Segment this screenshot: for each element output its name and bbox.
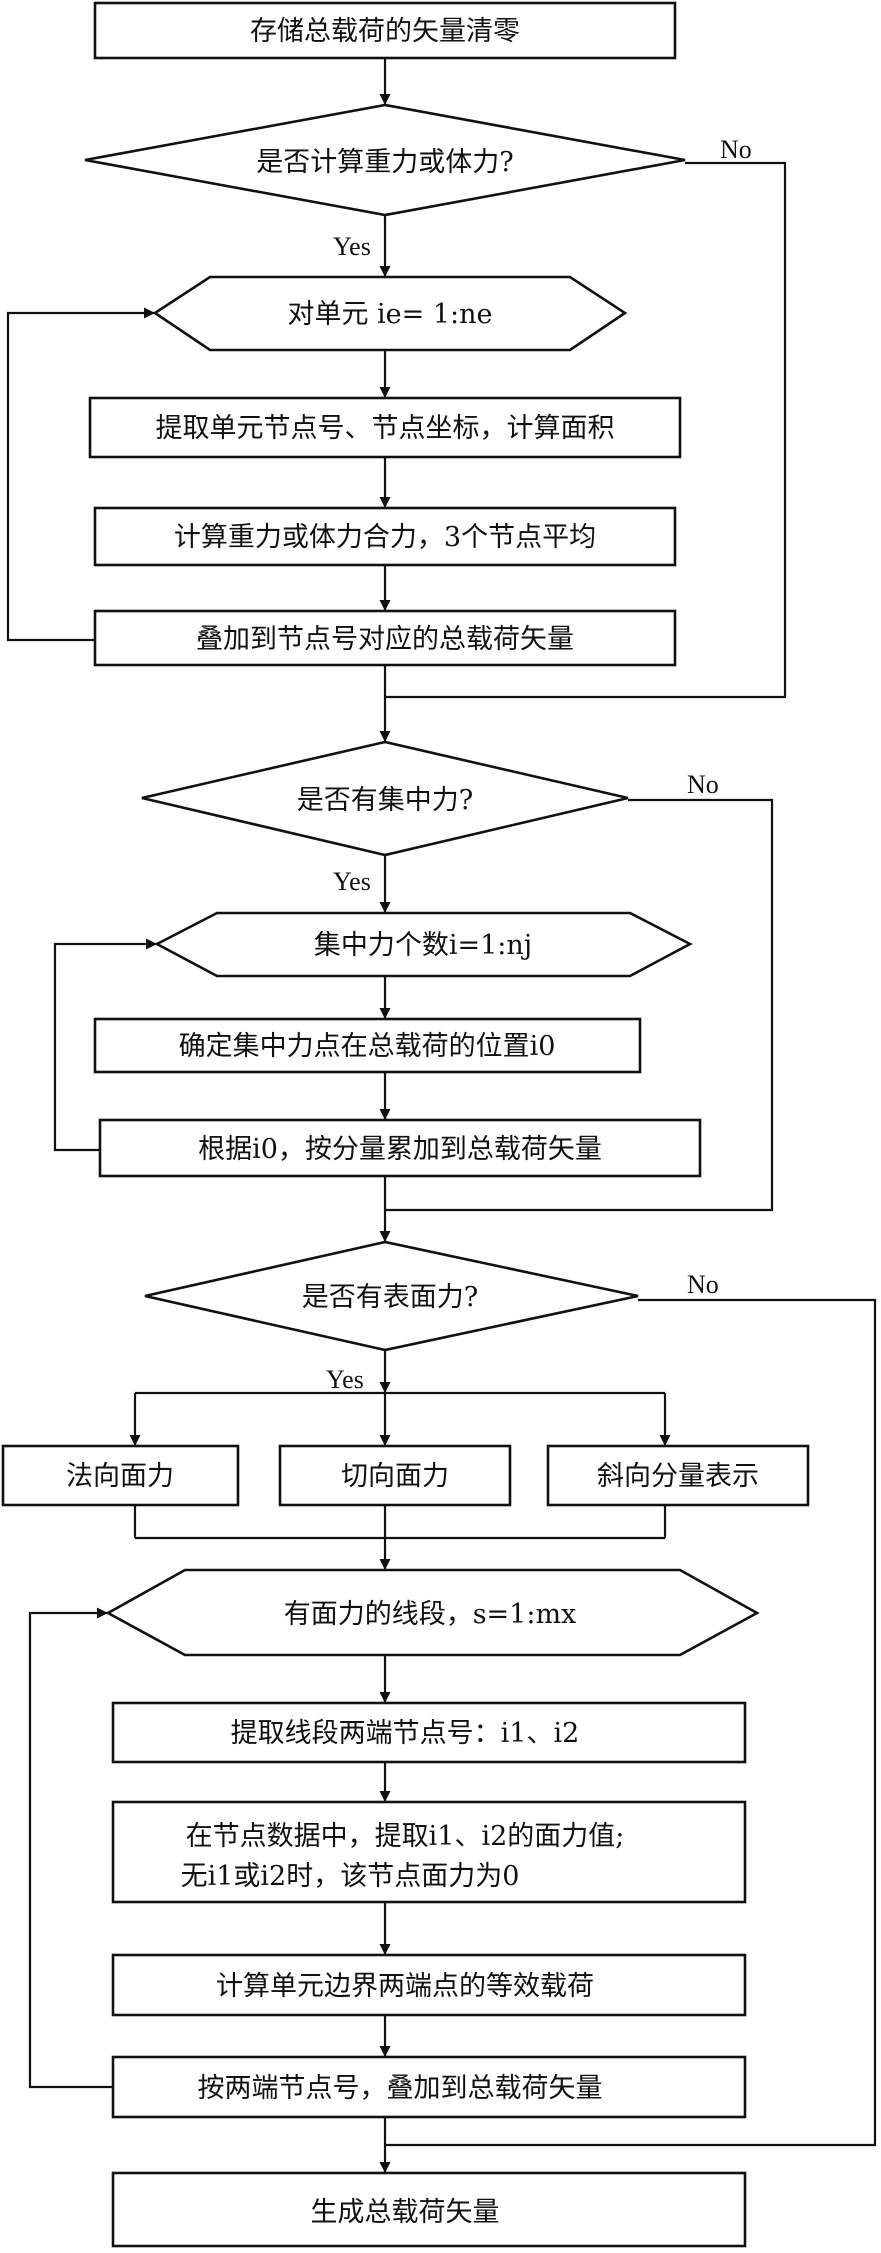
step-clear-vector-text: 存储总载荷的矢量清零 (250, 16, 520, 47)
step-extract-force-values-line1: 在节点数据中，提取i1、i2的面力值; (186, 1821, 625, 1852)
step-accumulate-components-text: 根据i0，按分量累加到总载荷矢量 (198, 1134, 602, 1165)
step-equivalent-loads-text: 计算单元边界两端点的等效载荷 (216, 1971, 594, 2002)
surface-no-label: No (687, 1270, 719, 1299)
step-normal-force-text: 法向面力 (66, 1461, 174, 1492)
step-clear-vector: 存储总载荷的矢量清零 (93, 1, 677, 60)
loop-segments-text: 有面力的线段，s=1:mx (284, 1599, 577, 1630)
decision-gravity: 是否计算重力或体力? (84, 103, 686, 217)
concentrated-yes-label: Yes (333, 867, 371, 896)
loop-concentrated-text: 集中力个数i=1:nj (314, 930, 532, 961)
step-add-to-total: 叠加到节点号对应的总载荷矢量 (93, 609, 677, 667)
step-extract-force-values: 在节点数据中，提取i1、i2的面力值; 无i1或i2时，该节点面力为0 (111, 1800, 747, 1904)
step-normal-force: 法向面力 (1, 1444, 240, 1507)
surface-yes-label: Yes (326, 1365, 364, 1394)
step-generate-vector-text: 生成总载荷矢量 (311, 2197, 500, 2228)
step-oblique-components-text: 斜向分量表示 (597, 1461, 759, 1492)
step-accumulate-components: 根据i0，按分量累加到总载荷矢量 (98, 1118, 702, 1178)
step-add-by-end-nodes-text: 按两端节点号，叠加到总载荷矢量 (198, 2073, 603, 2104)
decision-concentrated-text: 是否有集中力? (297, 785, 473, 816)
step-compute-gravity: 计算重力或体力合力，3个节点平均 (93, 506, 677, 567)
decision-gravity-text: 是否计算重力或体力? (256, 147, 513, 178)
step-add-to-total-text: 叠加到节点号对应的总载荷矢量 (196, 624, 574, 655)
step-extract-segment-nodes: 提取线段两端节点号：i1、i2 (111, 1701, 747, 1764)
step-equivalent-loads: 计算单元边界两端点的等效载荷 (111, 1953, 747, 2017)
gravity-yes-label: Yes (333, 232, 371, 261)
decision-concentrated: 是否有集中力? (141, 740, 629, 857)
decision-surface: 是否有表面力? (144, 1240, 639, 1352)
step-tangential-force-text: 切向面力 (341, 1461, 449, 1492)
gravity-no-label: No (720, 135, 752, 164)
concentrated-no-label: No (687, 770, 719, 799)
step-generate-vector: 生成总载荷矢量 (111, 2171, 747, 2248)
loop-elements: 对单元 ie= 1:ne (152, 275, 628, 352)
loop-concentrated: 集中力个数i=1:nj (154, 911, 693, 978)
step-add-by-end-nodes: 按两端节点号，叠加到总载荷矢量 (111, 2055, 747, 2119)
step-extract-force-values-line2: 无i1或i2时，该节点面力为0 (181, 1861, 520, 1892)
loop-segments: 有面力的线段，s=1:mx (105, 1568, 760, 1657)
step-extract-nodes-text: 提取单元节点号、节点坐标，计算面积 (156, 413, 615, 444)
connectors (6, 58, 877, 2173)
step-tangential-force: 切向面力 (278, 1444, 512, 1507)
step-compute-gravity-text: 计算重力或体力合力，3个节点平均 (174, 522, 596, 553)
step-locate-point: 确定集中力点在总载荷的位置i0 (93, 1017, 642, 1074)
step-oblique-components: 斜向分量表示 (546, 1444, 810, 1507)
loop-elements-text: 对单元 ie= 1:ne (287, 299, 492, 330)
step-extract-nodes: 提取单元节点号、节点坐标，计算面积 (88, 396, 682, 459)
step-locate-point-text: 确定集中力点在总载荷的位置i0 (179, 1031, 556, 1062)
step-extract-segment-nodes-text: 提取线段两端节点号：i1、i2 (231, 1718, 580, 1749)
decision-surface-text: 是否有表面力? (302, 1282, 478, 1313)
